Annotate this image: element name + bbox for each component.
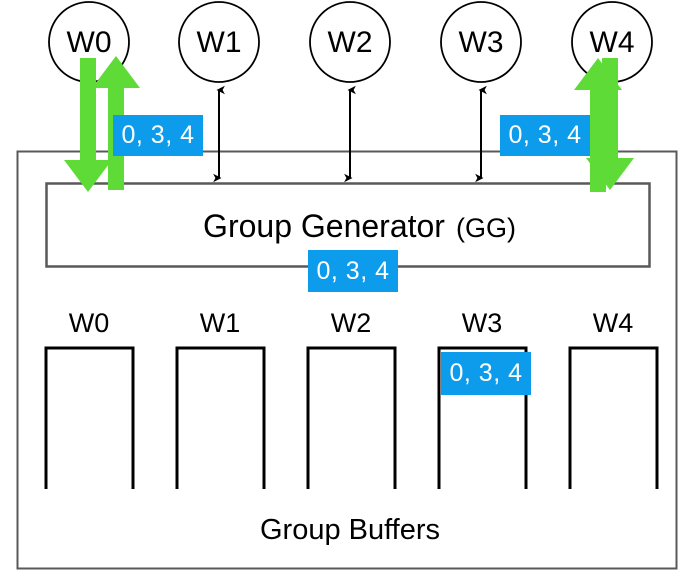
group-buffer-label-w3: W3 [462,308,503,338]
green-arrow-down-right [586,58,634,190]
group-generator-title-suffix: (GG) [456,213,516,243]
group-buffer-label-w0: W0 [69,308,110,338]
tag-w0-link-text: 0, 3, 4 [121,121,195,149]
green-arrow-down-left [64,58,112,192]
tag-group-generator: 0, 3, 4 [308,250,398,292]
tag-w0-link: 0, 3, 4 [113,115,203,156]
group-buffer-label-w4: W4 [593,308,634,338]
worker-circle-w3 [440,1,522,83]
worker-circle-w2 [309,1,391,83]
worker-circle-label-w3: W3 [459,26,504,59]
tag-w3-link: 0, 3, 4 [500,115,590,156]
group-buffer-shape-w0 [44,346,135,489]
group-buffer-shape-w1 [175,346,266,489]
group-buffer-shape-w3 [437,346,528,489]
tag-w3-link-text: 0, 3, 4 [508,121,582,149]
group-buffer-shape-w4 [568,346,659,489]
group-generator-title: Group Generator [203,208,445,244]
worker-circle-label-w0: W0 [67,26,112,59]
group-buffer-label-w2: W2 [331,308,372,338]
green-arrow-up-right [574,58,622,192]
worker-circle-label-w1: W1 [197,26,242,59]
tag-group-generator-text: 0, 3, 4 [316,256,390,285]
group-buffer-shape-w2 [306,346,397,489]
worker-circle-label-w4: W4 [590,26,635,59]
worker-circle-w1 [178,1,260,83]
group-buffer-label-w1: W1 [200,308,241,338]
group-buffers-title: Group Buffers [260,514,440,546]
worker-circle-label-w2: W2 [328,26,373,59]
tag-buffer-w3: 0, 3, 4 [441,352,531,395]
tag-buffer-w3-text: 0, 3, 4 [449,359,523,387]
